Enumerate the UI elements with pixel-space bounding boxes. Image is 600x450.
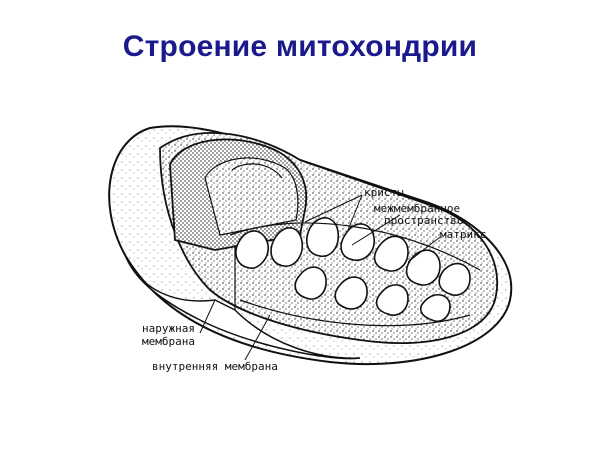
cristae-folds [235,217,471,322]
label-inner: внутренняя мембрана [152,360,278,373]
label-cristae: кристы [364,186,404,199]
label-matrix: матрикс [440,228,487,241]
label-outer-1: наружная [142,322,195,335]
label-intermembrane-1: межмембранное [374,202,461,215]
leader-lines [199,194,441,361]
label-outer-2: мембрана [142,335,195,348]
label-intermembrane-2: пространство [384,214,464,227]
slide-title: Строение митохондрии [122,30,478,63]
outer-rim [124,254,361,360]
